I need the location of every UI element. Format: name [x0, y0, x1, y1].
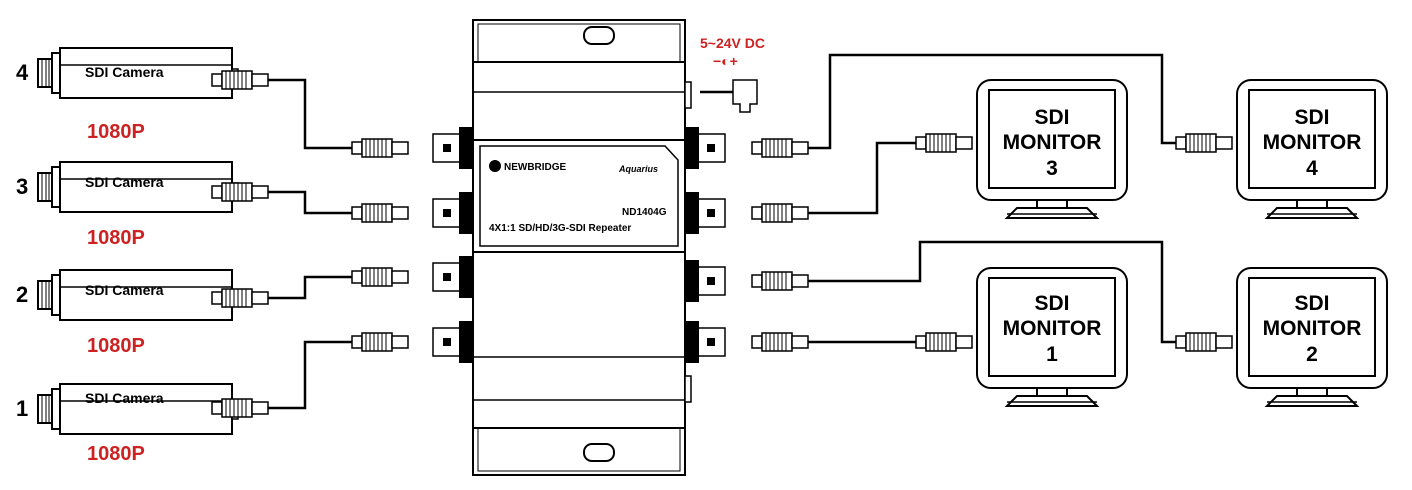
model-description: 4X1:1 SD/HD/3G-SDI Repeater: [489, 223, 631, 234]
camera-1-bnc: [211, 398, 269, 418]
camera-resolution: 1080P: [87, 443, 145, 465]
input-jack-1: [432, 320, 474, 364]
monitor-4: SDI MONITOR 4: [1236, 79, 1388, 219]
monitor-line2: MONITOR: [1003, 317, 1102, 340]
monitor-line2: MONITOR: [1263, 317, 1362, 340]
input-4-bnc: [351, 138, 409, 158]
mount-hole-top: [583, 26, 615, 45]
output-cables: [808, 53, 1176, 344]
output-jack-4: [684, 126, 726, 170]
input-cables: [268, 78, 352, 410]
output-jack-2: [684, 259, 726, 303]
camera-resolution: 1080P: [87, 335, 145, 357]
brand-name: NEWBRIDGE: [504, 162, 567, 173]
output-1-bnc: [751, 332, 809, 352]
polarity-icon: −◐+: [713, 53, 738, 69]
series-name: Aquarius: [618, 164, 658, 174]
input-jack-2: [432, 255, 474, 299]
monitor-3: SDI MONITOR 3: [976, 79, 1128, 219]
repeater-unit: NEWBRIDGE Aquarius ND1404G 4X1:1 SD/HD/3…: [472, 19, 692, 476]
input-3-bnc: [351, 203, 409, 223]
monitor-number: 1: [1046, 343, 1058, 366]
dc-plug-icon: [732, 79, 758, 113]
monitor-line1: SDI: [1294, 106, 1329, 129]
input-jack-4: [432, 126, 474, 170]
camera-3: 3 SDI Camera 1080P: [16, 161, 239, 249]
camera-label: SDI Camera: [85, 282, 164, 298]
mount-hole-bottom: [583, 443, 615, 462]
monitor-2: SDI MONITOR 2: [1236, 267, 1388, 407]
monitor-3-bnc: [915, 133, 973, 153]
monitor-line2: MONITOR: [1263, 131, 1362, 154]
newbridge-logo-icon: [489, 160, 501, 172]
monitor-number: 4: [1306, 157, 1318, 180]
camera-number: 4: [16, 60, 29, 85]
camera-resolution: 1080P: [87, 121, 145, 143]
monitor-line1: SDI: [1034, 292, 1069, 315]
monitor-4-bnc: [1175, 133, 1233, 153]
input-2-bnc: [351, 267, 409, 287]
camera-2-bnc: [211, 288, 269, 308]
camera-3-bnc: [211, 182, 269, 202]
camera-number: 2: [16, 282, 28, 307]
camera-label: SDI Camera: [85, 174, 164, 190]
output-2-bnc: [751, 271, 809, 291]
camera-2: 2 SDI Camera 1080P: [16, 269, 239, 357]
monitor-line1: SDI: [1294, 292, 1329, 315]
camera-1: 1 SDI Camera 1080P: [16, 383, 239, 465]
output-3-bnc: [751, 203, 809, 223]
monitor-number: 3: [1046, 157, 1058, 180]
input-1-bnc: [351, 332, 409, 352]
camera-4: 4 SDI Camera 1080P: [16, 47, 239, 143]
output-jack-3: [684, 191, 726, 235]
output-jack-1: [684, 320, 726, 364]
camera-label: SDI Camera: [85, 390, 164, 406]
power-input: 5~24V DC −◐+: [700, 35, 765, 113]
camera-label: SDI Camera: [85, 64, 164, 80]
camera-number: 1: [16, 396, 28, 421]
monitor-2-bnc: [1175, 332, 1233, 352]
camera-resolution: 1080P: [87, 227, 145, 249]
power-voltage-label: 5~24V DC: [700, 35, 765, 51]
monitor-number: 2: [1306, 343, 1318, 366]
model-number: ND1404G: [622, 207, 667, 218]
monitor-1: SDI MONITOR 1: [976, 267, 1128, 407]
monitor-1-bnc: [915, 332, 973, 352]
camera-number: 3: [16, 174, 28, 199]
input-jack-3: [432, 191, 474, 235]
output-4-bnc: [751, 138, 809, 158]
camera-4-bnc: [211, 70, 269, 90]
monitor-line1: SDI: [1034, 106, 1069, 129]
monitor-line2: MONITOR: [1003, 131, 1102, 154]
